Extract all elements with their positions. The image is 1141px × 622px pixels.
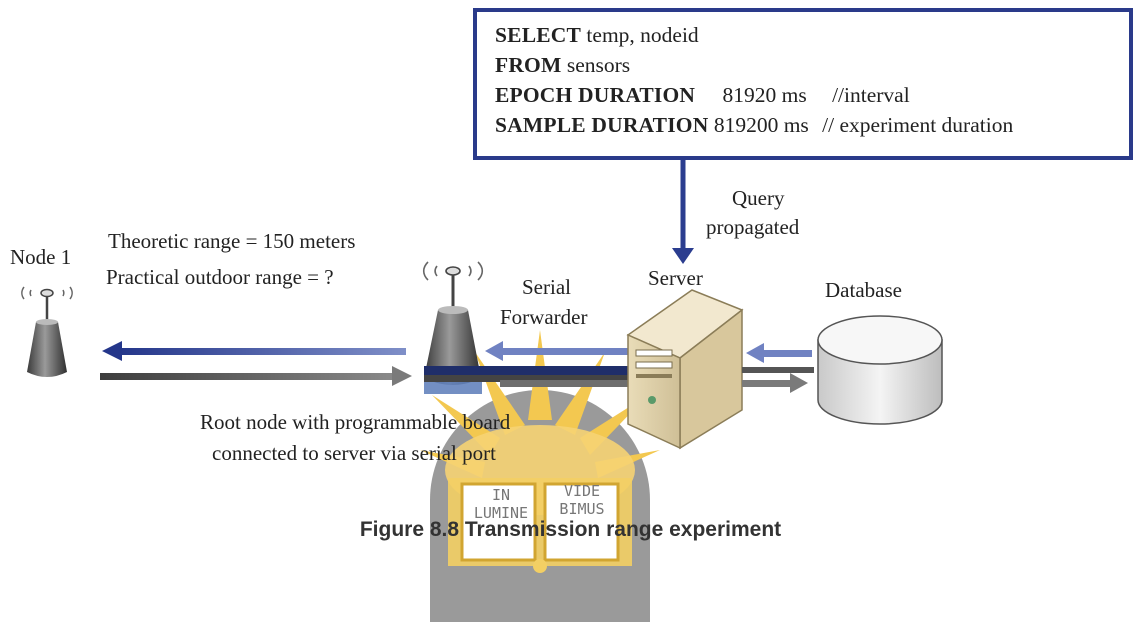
watermark-text-vide: VIDE	[563, 482, 601, 500]
query-sample-line: SAMPLE DURATION 819200 ms // experiment …	[495, 110, 1129, 140]
watermark-text-bimus: BIMUS	[559, 500, 605, 518]
sample-keyword: SAMPLE DURATION	[495, 113, 709, 137]
watermark-text-in: IN	[491, 486, 511, 504]
theoretic-range-label: Theoretic range = 150 meters	[108, 229, 356, 253]
university-seal-watermark	[420, 330, 660, 622]
query-from-line: FROM sensors	[495, 50, 1129, 80]
from-value: sensors	[566, 53, 631, 77]
server-tower-icon	[626, 289, 744, 450]
root-node-caption-line2: connected to server via serial port	[212, 441, 496, 465]
select-value: temp, nodeid	[586, 23, 699, 47]
query-select-line: SELECT temp, nodeid	[495, 20, 1129, 50]
database-label: Database	[825, 278, 902, 302]
forwarder-label: Forwarder	[500, 305, 588, 329]
server-label: Server	[648, 266, 703, 290]
query-epoch-line: EPOCH DURATION 81920 ms //interval	[495, 80, 1129, 110]
select-keyword: SELECT	[495, 23, 582, 47]
query-label-line1: Query	[732, 186, 785, 210]
query-label-line2: propagated	[706, 215, 800, 239]
database-cylinder-icon	[817, 315, 943, 425]
epoch-value: 81920 ms	[722, 83, 807, 107]
watermark-left-page: IN LUMINE	[470, 486, 532, 522]
node1-antenna-icon	[21, 286, 73, 377]
sample-comment: // experiment duration	[822, 113, 1014, 137]
practical-range-label: Practical outdoor range = ?	[106, 265, 334, 289]
from-keyword: FROM	[495, 53, 562, 77]
watermark-right-page: VIDE BIMUS	[549, 482, 615, 518]
figure-caption: Figure 8.8 Transmission range experiment	[359, 518, 782, 541]
sample-value: 819200 ms	[713, 113, 809, 137]
serial-label: Serial	[522, 275, 571, 299]
watermark-text-lumine: LUMINE	[473, 504, 529, 522]
epoch-comment: //interval	[832, 83, 910, 107]
epoch-keyword: EPOCH DURATION	[495, 83, 696, 107]
query-box: SELECT temp, nodeid FROM sensors EPOCH D…	[473, 8, 1133, 160]
arrow-root-to-node1	[118, 348, 406, 355]
arrow-server-to-db	[742, 380, 792, 387]
arrow-db-to-server	[762, 350, 812, 357]
arrow-root-to-server	[500, 380, 628, 387]
arrow-server-to-root	[500, 348, 628, 355]
root-node-caption-line1: Root node with programmable board	[200, 410, 511, 434]
node1-label: Node 1	[10, 245, 72, 269]
query-arrowhead	[672, 248, 694, 264]
serial-link	[424, 366, 636, 375]
arrow-node1-to-root	[100, 373, 396, 380]
